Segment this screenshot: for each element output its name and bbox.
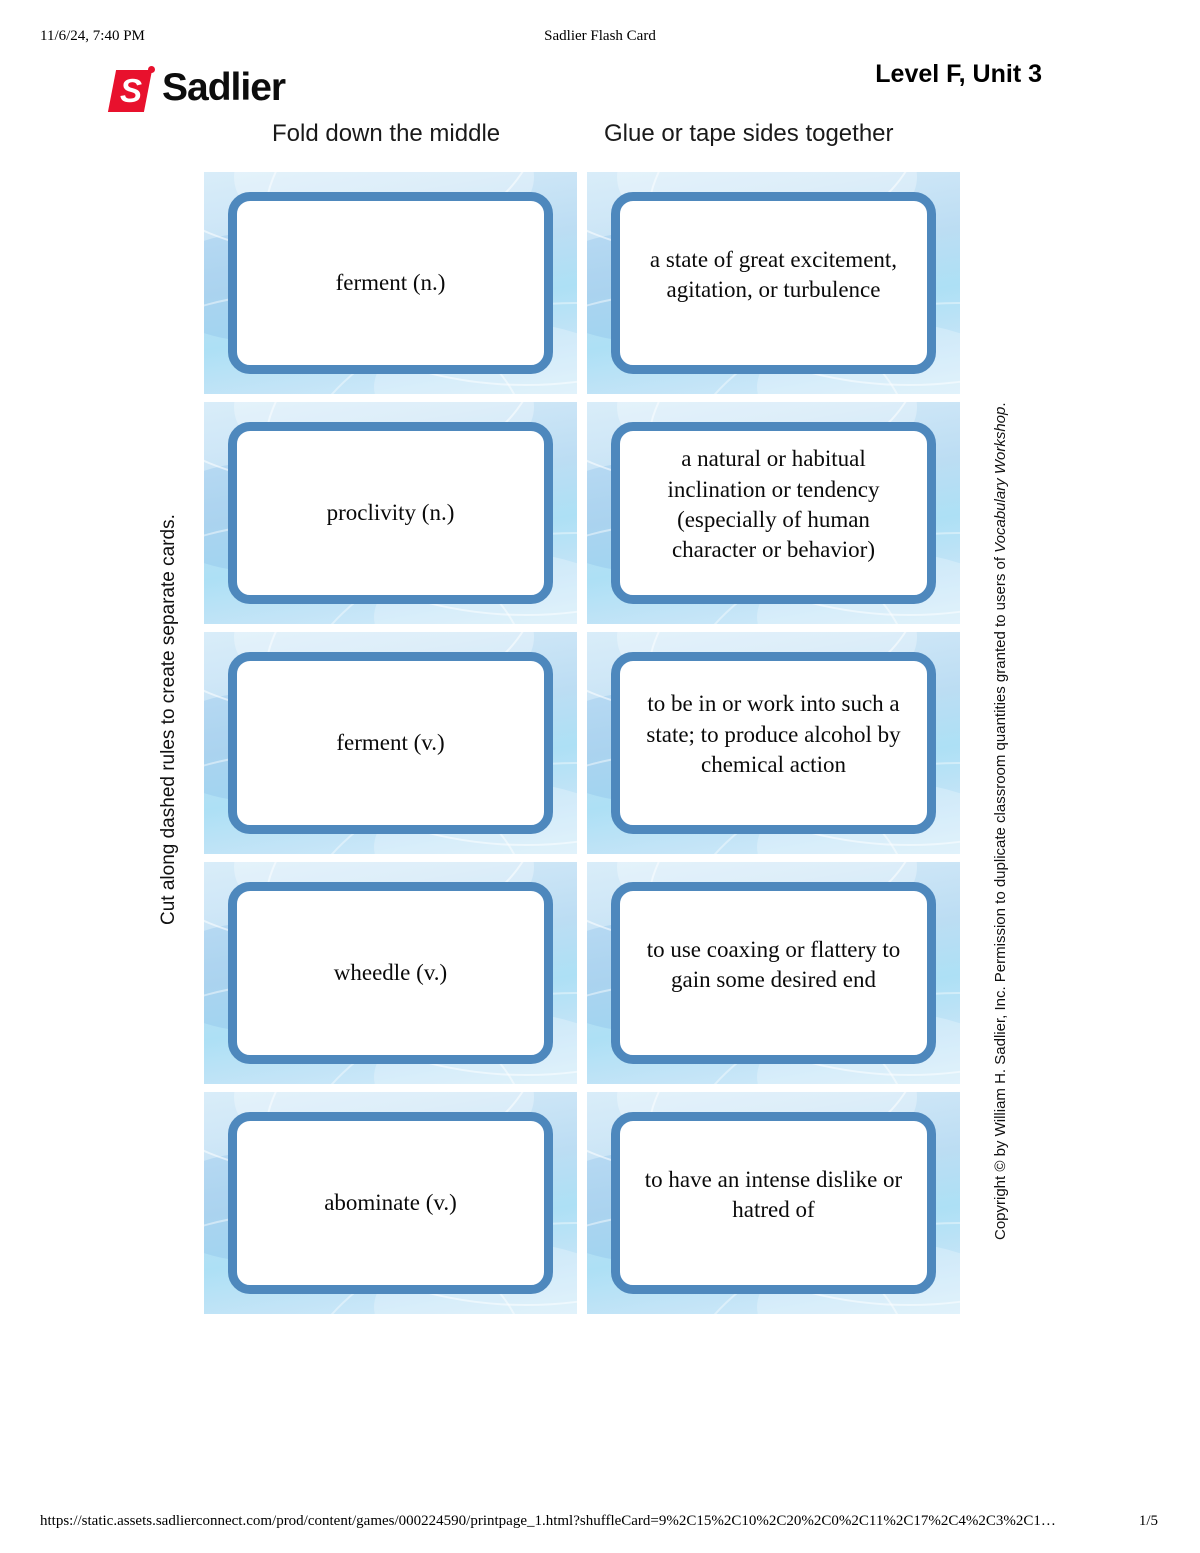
copyright-prefix: Copyright © by William H. Sadlier, Inc. … xyxy=(992,552,1009,1240)
flashcard-term-panel[interactable]: ferment (v.) xyxy=(204,632,577,854)
flashcard-row: ferment (v.) to be in or work into such … xyxy=(204,632,960,858)
flashcard-row: abominate (v.) to have an intense dislik… xyxy=(204,1092,960,1318)
flashcard-term-body: wheedle (v.) xyxy=(228,882,553,1064)
flashcard-row: wheedle (v.) to use coaxing or flattery … xyxy=(204,862,960,1088)
flashcard-definition-body: to have an intense dislike or hatred of xyxy=(611,1112,936,1294)
sadlier-logo: S Sadlier xyxy=(107,62,286,114)
copyright-title-italic: Vocabulary Workshop xyxy=(992,406,1009,553)
flashcard-grid: ferment (n.) a state of great excitement… xyxy=(204,172,960,1322)
copyright-vertical: Copyright © by William H. Sadlier, Inc. … xyxy=(992,402,1009,1240)
flashcard-definition-text: to use coaxing or flattery to gain some … xyxy=(646,936,901,992)
flashcard-definition-body: to be in or work into such a state; to p… xyxy=(611,652,936,834)
sadlier-logo-icon: S xyxy=(107,64,155,112)
flashcard-term-body: proclivity (n.) xyxy=(228,422,553,604)
flashcard-definition-panel[interactable]: to have an intense dislike or hatred of xyxy=(587,1092,960,1314)
print-header: 11/6/24, 7:40 PM Sadlier Flash Card xyxy=(0,28,1200,48)
cut-instruction-vertical: Cut along dashed rules to create separat… xyxy=(158,514,179,925)
print-footer-url: https://static.assets.sadlierconnect.com… xyxy=(40,1513,1056,1529)
print-timestamp: 11/6/24, 7:40 PM xyxy=(40,28,145,44)
instruction-glue: Glue or tape sides together xyxy=(604,120,894,147)
flashcard-definition-body: a natural or habitual inclination or ten… xyxy=(611,422,936,604)
flashcard-term-text: abominate (v.) xyxy=(324,1189,457,1215)
flashcard-term-body: ferment (n.) xyxy=(228,192,553,374)
flashcard-definition-body: to use coaxing or flattery to gain some … xyxy=(611,882,936,1064)
flashcard-term-text: ferment (v.) xyxy=(336,729,445,755)
print-footer: https://static.assets.sadlierconnect.com… xyxy=(0,1513,1200,1535)
logo-s-letter: S xyxy=(119,72,142,109)
instructions-row: Fold down the middle Glue or tape sides … xyxy=(204,120,964,154)
flashcard-term-body: abominate (v.) xyxy=(228,1112,553,1294)
flashcard-row: ferment (n.) a state of great excitement… xyxy=(204,172,960,398)
copyright-suffix: . xyxy=(992,402,1009,407)
flashcard-definition-panel[interactable]: to be in or work into such a state; to p… xyxy=(587,632,960,854)
flashcard-term-text: ferment (n.) xyxy=(335,269,446,295)
flashcard-definition-text: to be in or work into such a state; to p… xyxy=(646,691,901,778)
flashcard-definition-text: to have an intense dislike or hatred of xyxy=(644,1166,903,1222)
flashcard-term-body: ferment (v.) xyxy=(228,652,553,834)
flashcard-term-panel[interactable]: ferment (n.) xyxy=(204,172,577,394)
flashcard-definition-panel[interactable]: a state of great excitement, agitation, … xyxy=(587,172,960,394)
flashcard-definition-text: a state of great excitement, agitation, … xyxy=(649,246,898,302)
print-footer-page-number: 1/5 xyxy=(1138,1513,1158,1529)
flashcard-term-text: wheedle (v.) xyxy=(333,959,448,985)
instruction-fold: Fold down the middle xyxy=(272,120,501,147)
registered-mark-icon xyxy=(148,66,155,73)
level-unit-title: Level F, Unit 3 xyxy=(875,60,1042,88)
flashcard-definition-panel[interactable]: a natural or habitual inclination or ten… xyxy=(587,402,960,624)
flashcard-term-panel[interactable]: wheedle (v.) xyxy=(204,862,577,1084)
flashcard-term-panel[interactable]: abominate (v.) xyxy=(204,1092,577,1314)
flashcard-term-text: proclivity (n.) xyxy=(326,499,455,525)
print-document-title: Sadlier Flash Card xyxy=(544,28,656,44)
sadlier-wordmark: Sadlier xyxy=(162,66,286,109)
flashcard-row: proclivity (n.) a natural or habitual in… xyxy=(204,402,960,628)
flashcard-term-panel[interactable]: proclivity (n.) xyxy=(204,402,577,624)
flashcard-definition-body: a state of great excitement, agitation, … xyxy=(611,192,936,374)
flashcard-definition-panel[interactable]: to use coaxing or flattery to gain some … xyxy=(587,862,960,1084)
flashcard-definition-text: a natural or habitual inclination or ten… xyxy=(667,446,880,563)
